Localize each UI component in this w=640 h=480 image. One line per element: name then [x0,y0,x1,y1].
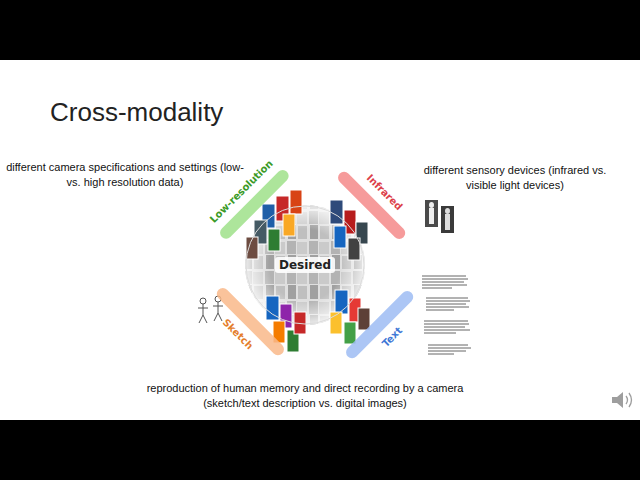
description-text: different sensory devices (infrared vs. … [413,163,618,193]
center-label: Desired [275,257,335,273]
description-text: reproduction of human memory and direct … [125,381,485,411]
text-paragraphs [422,276,471,354]
slide-title: Cross-modality [50,97,223,128]
bottom-bar [0,420,640,480]
sketch-figures [198,296,223,323]
collage-disc [245,205,365,325]
speaker-icon [612,392,632,408]
top-bar [0,0,640,60]
infrared-silhouettes [425,200,454,233]
slide-ground [0,60,640,420]
description-text: different camera specifications and sett… [3,160,248,190]
desired-disc: Desired [245,205,365,325]
